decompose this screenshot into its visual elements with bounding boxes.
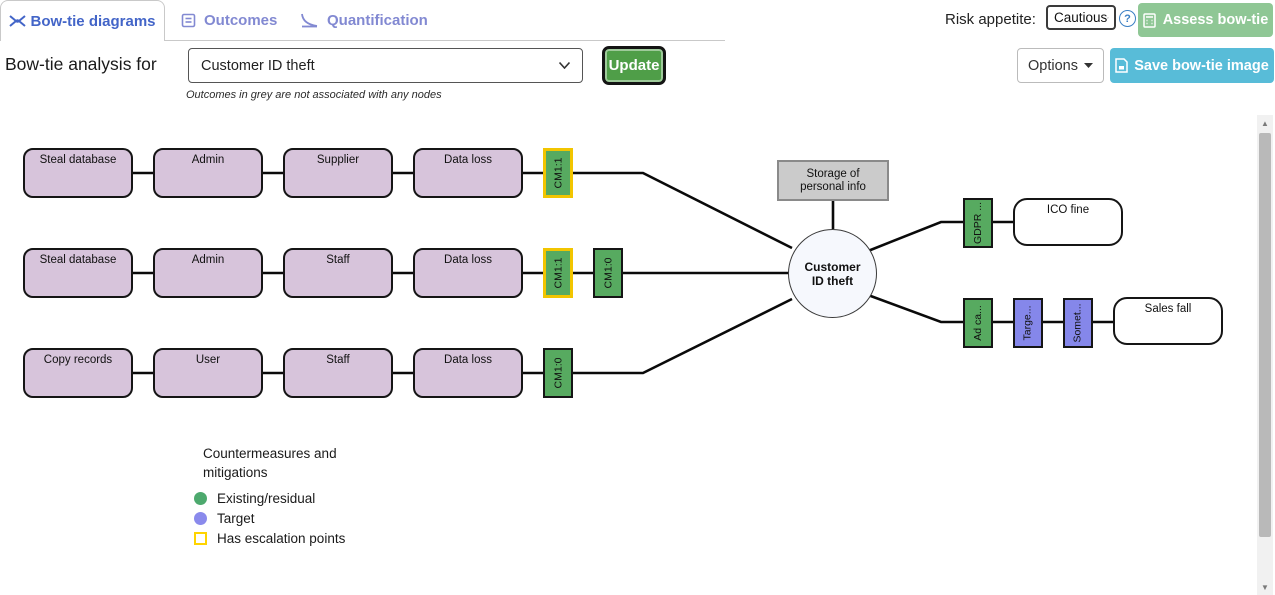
countermeasure-bar: GDPR ...	[963, 198, 993, 248]
threat-node: Admin	[153, 148, 263, 198]
save-bowtie-image-button[interactable]: Save bow-tie image	[1110, 48, 1274, 83]
risk-appetite-select[interactable]: Cautious	[1046, 5, 1116, 30]
threat-node: Admin	[153, 248, 263, 298]
countermeasure-bar: Ad ca...	[963, 298, 993, 348]
tab-label: Outcomes	[204, 12, 278, 29]
legend-item-target: Target	[194, 509, 255, 527]
help-icon[interactable]: ?	[1119, 10, 1136, 27]
threat-node: Data loss	[413, 248, 523, 298]
vertical-scrollbar[interactable]: ▲ ▼	[1257, 115, 1273, 595]
outcomes-grey-note: Outcomes in grey are not associated with…	[186, 89, 442, 101]
purple-circle-icon	[194, 511, 207, 525]
countermeasure-bar: Somet...	[1063, 298, 1093, 348]
countermeasure-bar: CM1:1	[543, 148, 573, 198]
top-event-node: Customer ID theft	[788, 229, 877, 318]
risk-appetite-label: Risk appetite:	[945, 11, 1036, 28]
threat-node: Staff	[283, 348, 393, 398]
yellow-square-icon	[194, 531, 207, 545]
threat-node: Copy records	[23, 348, 133, 398]
threat-node: Data loss	[413, 148, 523, 198]
outcome-node: ICO fine	[1013, 198, 1123, 246]
tab-outcomes[interactable]: Outcomes	[181, 0, 277, 41]
green-circle-icon	[194, 491, 207, 505]
countermeasure-bar: CM1:0	[543, 348, 573, 398]
threat-node: Supplier	[283, 148, 393, 198]
countermeasure-bar: CM1:0	[593, 248, 623, 298]
image-file-icon	[1115, 58, 1128, 73]
legend-item-escalation: Has escalation points	[194, 529, 345, 547]
threat-node: Steal database	[23, 148, 133, 198]
threat-node: User	[153, 348, 263, 398]
tab-label: Bow-tie diagrams	[30, 12, 156, 30]
threat-node: Steal database	[23, 248, 133, 298]
risk-appetite-value: Cautious	[1054, 10, 1108, 25]
quantification-icon	[300, 13, 319, 28]
legend-title: Countermeasures and mitigations	[203, 446, 337, 480]
legend-item-existing: Existing/residual	[194, 489, 315, 507]
risk-select-value: Customer ID theft	[201, 57, 315, 74]
threat-node: Staff	[283, 248, 393, 298]
page-title: Bow-tie analysis for	[5, 54, 157, 74]
chevron-down-icon	[1107, 16, 1109, 19]
update-button[interactable]: Update	[602, 46, 666, 85]
hazard-node: Storage of personal info	[777, 160, 889, 201]
tab-label: Quantification	[327, 12, 428, 29]
risk-select[interactable]: Customer ID theft	[188, 48, 583, 83]
outcomes-icon	[181, 13, 196, 28]
chevron-down-icon	[559, 62, 570, 69]
scroll-down-arrow[interactable]: ▼	[1261, 582, 1269, 592]
bowtie-icon	[9, 14, 27, 28]
tab-bowtie-diagrams[interactable]: Bow-tie diagrams	[0, 0, 165, 41]
outcome-node: Sales fall	[1113, 297, 1223, 345]
scroll-up-arrow[interactable]: ▲	[1261, 118, 1269, 128]
tab-quantification[interactable]: Quantification	[300, 0, 428, 41]
threat-node: Data loss	[413, 348, 523, 398]
options-button[interactable]: Options	[1017, 48, 1104, 83]
assess-bowtie-button[interactable]: Assess bow-tie	[1138, 3, 1273, 37]
scrollbar-thumb[interactable]	[1259, 133, 1271, 537]
countermeasure-bar: CM1:1	[543, 248, 573, 298]
calculator-icon	[1142, 12, 1156, 28]
caret-down-icon	[1083, 63, 1093, 68]
tab-underline	[165, 40, 725, 41]
countermeasure-bar: Targe...	[1013, 298, 1043, 348]
